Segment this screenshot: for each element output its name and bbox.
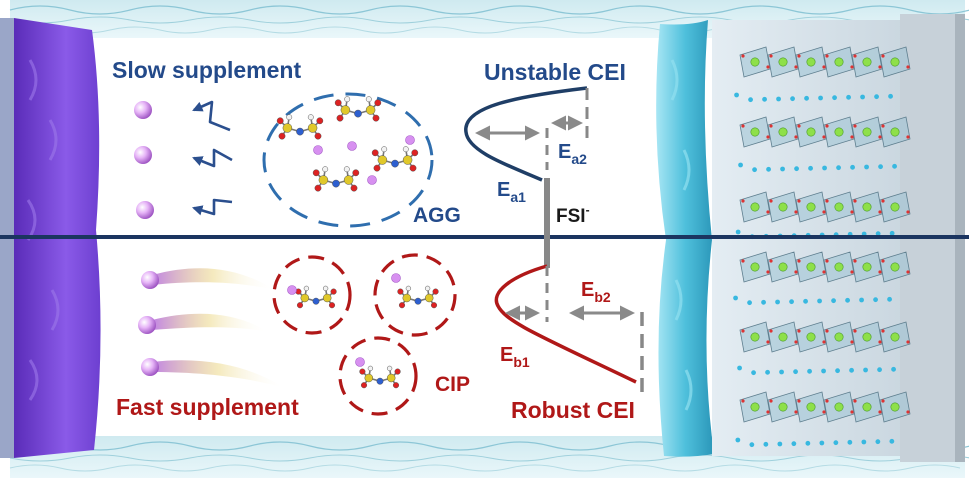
fsi-anion-label: FSI- — [556, 203, 590, 227]
fsi-molecule-icon — [397, 285, 439, 309]
cip-cluster-rings — [272, 253, 457, 416]
eb1-label: Eb1 — [500, 344, 530, 370]
li-ion-sphere-icon — [347, 141, 357, 151]
li-ion-column-bottom — [138, 271, 159, 376]
li-ion-sphere-icon — [287, 285, 297, 295]
fsi-molecule-icon — [359, 365, 401, 389]
slow-supplement-label: Slow supplement — [112, 57, 301, 83]
ea2-label: Ea2 — [558, 141, 587, 167]
fast-supplement-label: Fast supplement — [116, 394, 299, 420]
cip-label: CIP — [435, 373, 470, 396]
li-ion-sphere-icon — [405, 135, 415, 145]
li-ion-sphere-icon — [141, 271, 159, 289]
li-ion-column-top — [134, 101, 154, 219]
li-ion-sphere-icon — [391, 273, 401, 283]
li-ion-sphere-icon — [355, 357, 365, 367]
fsi-molecule-icon — [371, 146, 419, 172]
lightning-arrow-icon — [192, 148, 233, 168]
li-ion-sphere-icon — [313, 145, 323, 155]
cip-ring — [338, 336, 418, 416]
cip-molecules — [287, 273, 439, 389]
lattice-crystal-icon — [739, 46, 911, 423]
unstable-cei-label: Unstable CEI — [484, 59, 626, 85]
li-ion-sphere-icon — [138, 316, 156, 334]
ea1-label: Ea1 — [497, 179, 526, 205]
li-ion-sphere-icon — [367, 175, 377, 185]
agg-label: AGG — [413, 204, 461, 227]
li-ion-sphere-icon — [141, 358, 159, 376]
fsi-molecule-icon — [334, 96, 382, 122]
agg-molecules — [276, 96, 419, 192]
fsi-molecule-icon — [312, 166, 360, 192]
fsi-molecule-icon — [295, 285, 337, 309]
diffusion-tail-icon — [152, 313, 268, 332]
fsi-molecule-icon — [276, 114, 324, 140]
energy-curve-bottom — [494, 264, 637, 384]
lightning-arrow-icon — [192, 100, 231, 132]
diffusion-tail-icon — [152, 360, 285, 388]
li-ion-sphere-icon — [134, 146, 152, 164]
robust-cei-label: Robust CEI — [511, 397, 635, 423]
li-ion-sphere-icon — [134, 101, 152, 119]
eb2-label: Eb2 — [581, 279, 611, 305]
energy-curve-top — [464, 86, 588, 182]
slow-migration-arrows — [192, 100, 233, 216]
cip-ring — [373, 253, 457, 337]
li-ion-sphere-icon — [136, 201, 154, 219]
diffusion-tail-icon — [152, 268, 275, 290]
agg-cluster-ring — [262, 92, 434, 228]
cip-ring — [272, 255, 352, 335]
fast-diffusion-tails — [152, 268, 285, 388]
lightning-arrow-icon — [192, 198, 233, 216]
